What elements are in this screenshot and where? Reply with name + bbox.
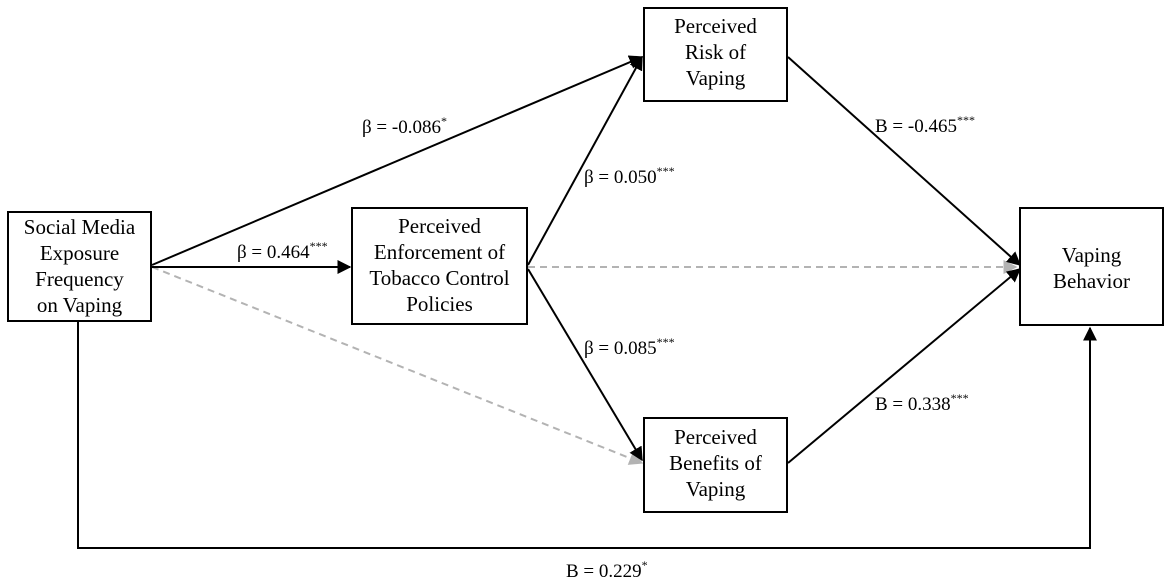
node-risk-line-1: Perceived <box>674 14 757 38</box>
node-social-media-line-1: Social Media <box>24 215 136 239</box>
path-social-media-to-benefits <box>151 266 644 465</box>
path-enforcement-to-benefits <box>527 268 643 462</box>
node-social-media-line-4: on Vaping <box>37 293 123 317</box>
coef-sm-to-enforcement: β = 0.464*** <box>237 239 328 263</box>
node-benefits-line-3: Vaping <box>686 477 746 501</box>
node-perceived-risk: Perceived Risk of Vaping <box>643 7 788 102</box>
node-risk-line-3: Vaping <box>686 66 746 90</box>
node-enforcement-line-1: Perceived <box>398 214 481 238</box>
path-social-media-to-risk <box>151 55 644 266</box>
path-benefits-to-behavior <box>787 268 1022 464</box>
node-perceived-enforcement: Perceived Enforcement of Tobacco Control… <box>351 207 528 325</box>
node-perceived-benefits: Perceived Benefits of Vaping <box>643 417 788 513</box>
node-social-media-exposure: Social Media Exposure Frequency on Vapin… <box>7 211 152 322</box>
node-social-media-line-2: Exposure <box>40 241 119 265</box>
coef-risk-to-behavior: B = -0.465*** <box>875 113 975 137</box>
coef-enforcement-to-benefits: β = 0.085*** <box>584 335 675 359</box>
coef-enforcement-to-risk: β = 0.050*** <box>584 164 675 188</box>
coef-sm-to-risk: β = -0.086* <box>362 114 447 138</box>
coef-sm-to-behavior: B = 0.229* <box>566 558 648 582</box>
path-social-media-to-behavior <box>77 322 1097 549</box>
node-enforcement-line-3: Tobacco Control <box>369 266 509 290</box>
node-risk-line-2: Risk of <box>685 40 746 64</box>
node-benefits-line-2: Benefits of <box>669 451 762 475</box>
node-vaping-behavior: Vaping Behavior <box>1019 207 1164 326</box>
path-risk-to-behavior <box>787 56 1022 266</box>
coef-benefits-to-behavior: B = 0.338*** <box>875 391 969 415</box>
node-behavior-line-1: Vaping <box>1062 243 1122 267</box>
node-benefits-line-1: Perceived <box>674 425 757 449</box>
node-enforcement-line-4: Policies <box>406 292 473 316</box>
node-social-media-line-3: Frequency <box>35 267 124 291</box>
node-enforcement-line-2: Enforcement of <box>374 240 505 264</box>
node-behavior-line-2: Behavior <box>1053 269 1130 293</box>
path-enforcement-to-risk <box>527 55 643 266</box>
